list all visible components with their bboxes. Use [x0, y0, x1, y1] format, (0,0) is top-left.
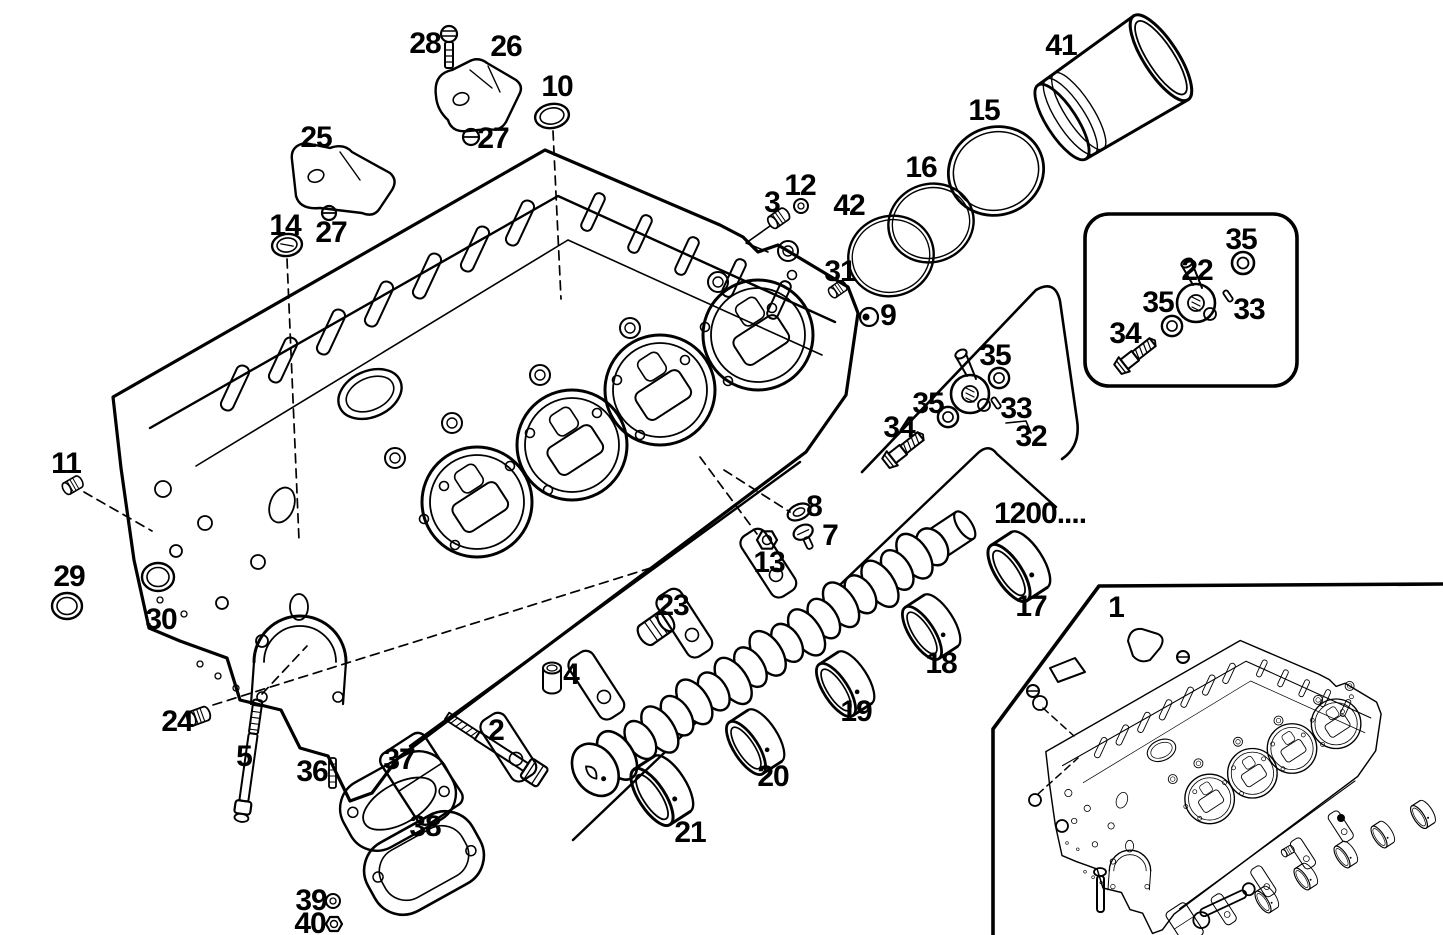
leader-bracket-32 [1005, 420, 1032, 434]
part-27-grub-screw-upper [461, 127, 481, 147]
part-39-washer [325, 893, 341, 909]
part-8-washer [786, 502, 812, 522]
leader-line-part3 [745, 225, 771, 253]
part-14-seal-ring [270, 232, 304, 258]
detail-box-oil-jet [1083, 212, 1299, 388]
part-38-cover [362, 810, 486, 916]
part-42-piston-ring [847, 214, 935, 298]
oil-jet-region-32 [860, 285, 1079, 474]
camshaft-drawing [570, 510, 977, 798]
part-15-piston-ring [946, 125, 1046, 217]
part-4-tappet [542, 661, 562, 695]
part-2-bolt [443, 711, 549, 788]
inset-box-assembled-block [991, 582, 1443, 935]
part-11-plug [59, 473, 86, 497]
part-30-cup-plug [140, 561, 176, 593]
part-5-stud [233, 698, 264, 823]
cam-bearing-19 [807, 644, 883, 724]
part-25-bracket [290, 141, 396, 216]
part-13-nut [755, 530, 779, 550]
cam-bearing-20 [717, 702, 793, 782]
part-27-grub-screw-lower [320, 204, 338, 222]
inset-small-parts [1026, 627, 1440, 930]
part-9-plug [858, 306, 880, 328]
leader-lines [83, 130, 791, 706]
engine-block-drawing [111, 148, 860, 830]
part-29-cup-plug [50, 591, 84, 621]
part-24-threaded-plug [184, 704, 214, 728]
part-37-gasket [338, 750, 458, 852]
part-40-nut [324, 915, 344, 933]
part-31-plug [825, 278, 850, 301]
part-16-piston-ring [887, 182, 975, 264]
part-28-bolt [439, 24, 459, 69]
cam-bearing-18 [893, 587, 969, 667]
part-7-valve [792, 523, 814, 550]
camshaft-region-line [571, 447, 1058, 842]
part-26-bracket [434, 58, 523, 133]
part-10-seal-ring [533, 102, 571, 130]
part-36-stud [328, 757, 337, 789]
cam-bearing-17 [978, 523, 1060, 610]
part-12-ring [793, 198, 809, 214]
part-41-cylinder-liner [1033, 13, 1194, 162]
part-23-plug [636, 609, 676, 647]
